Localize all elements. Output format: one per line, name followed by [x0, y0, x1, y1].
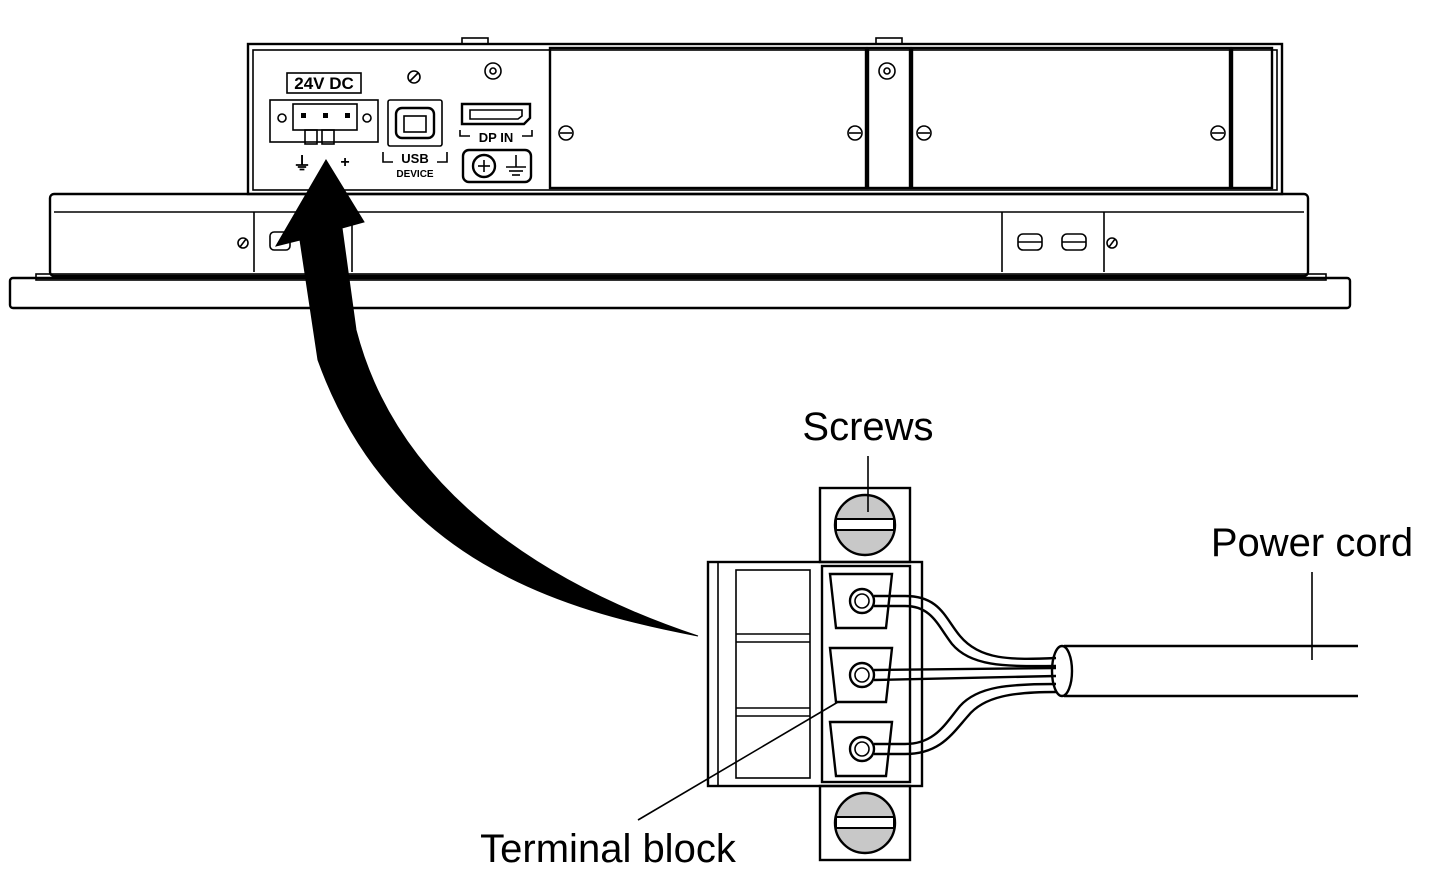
power-label: 24V DC [294, 74, 354, 93]
screw-icon [833, 493, 897, 557]
terminal-clamp [828, 572, 894, 630]
screw-icon [833, 791, 897, 855]
screws-label: Screws [802, 405, 933, 449]
panel-screw-icon [1210, 125, 1226, 141]
dp-label: DP IN [479, 130, 513, 145]
panel-screw-icon [484, 62, 502, 80]
power-cord-label: Power cord [1211, 521, 1413, 565]
panel-screw-icon [407, 70, 421, 84]
callout-terminal-block: Terminal block [480, 701, 839, 871]
panel-screw-icon [847, 125, 863, 141]
polarity-negative: ⏚ [293, 154, 311, 174]
housing-screw-left-icon [237, 237, 249, 249]
usb-label-sub: DEVICE [396, 169, 434, 180]
terminal-clamp [828, 720, 894, 778]
callout-screws: Screws [802, 405, 934, 512]
monitor-body: 24V DC ⏚ + USB DEVICE [8, 37, 1352, 310]
panel-screw-icon [558, 125, 574, 141]
insertion-arrow [274, 159, 699, 637]
callout-power-cord: Power cord [1211, 521, 1413, 660]
power-cord [873, 594, 1358, 756]
displayport-port: DP IN [459, 102, 533, 145]
panel-screw-icon [916, 125, 932, 141]
terminal-clamp [828, 646, 894, 704]
ground-terminal-icon [461, 148, 533, 184]
usb-device-port: USB DEVICE [382, 99, 448, 180]
terminal-block [706, 486, 924, 862]
housing-screw-right-icon [1106, 237, 1118, 249]
polarity-positive: + [340, 154, 349, 171]
usb-label: USB [401, 151, 428, 166]
power-connector: 24V DC ⏚ + [269, 72, 379, 174]
panel-screw-icon [878, 62, 896, 80]
terminal-block-label: Terminal block [480, 827, 737, 871]
